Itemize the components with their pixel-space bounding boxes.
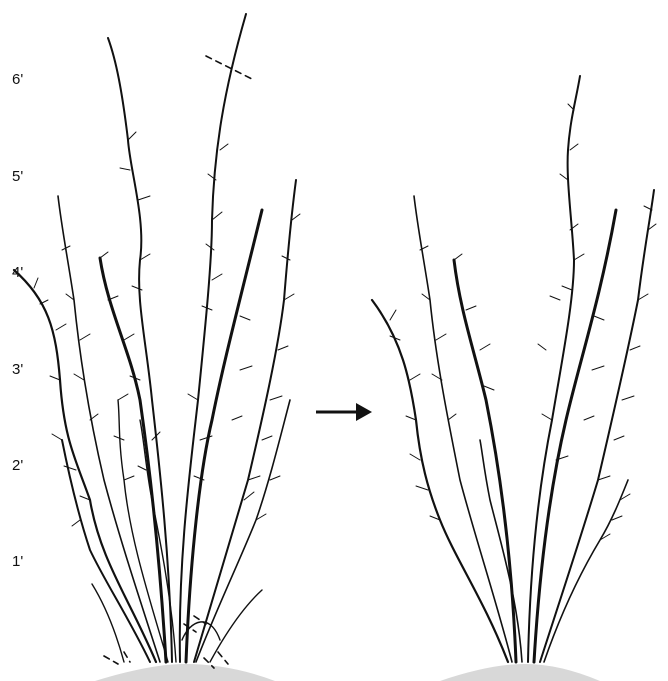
right-arrow-icon <box>316 403 372 421</box>
ground-mound-after <box>440 664 600 681</box>
cane-after-thick-right <box>534 210 616 662</box>
cane-tall <box>108 38 172 662</box>
cane-after-right-outer <box>540 190 654 662</box>
cane-thick-left <box>100 258 166 662</box>
cane-after-tall <box>528 76 580 662</box>
cane-right-mid <box>196 400 290 662</box>
cane-after-left-mid <box>414 196 512 662</box>
cane-right-outer <box>194 180 296 662</box>
cane-after-left-outer <box>372 300 508 662</box>
twigs-after <box>390 104 656 540</box>
cane-after-right-mid <box>544 480 628 662</box>
twigs-before <box>34 132 300 526</box>
ground-mound-before <box>95 664 275 681</box>
shoot-low-right <box>210 590 262 662</box>
cut-mark-left <box>104 652 130 664</box>
cane-tallest <box>180 14 246 662</box>
shrub-before <box>14 14 300 668</box>
cane-after-thick-left <box>454 260 516 662</box>
shoot-low-left <box>92 584 124 662</box>
shrub-after <box>372 76 656 662</box>
cane-left-outer <box>14 270 156 662</box>
